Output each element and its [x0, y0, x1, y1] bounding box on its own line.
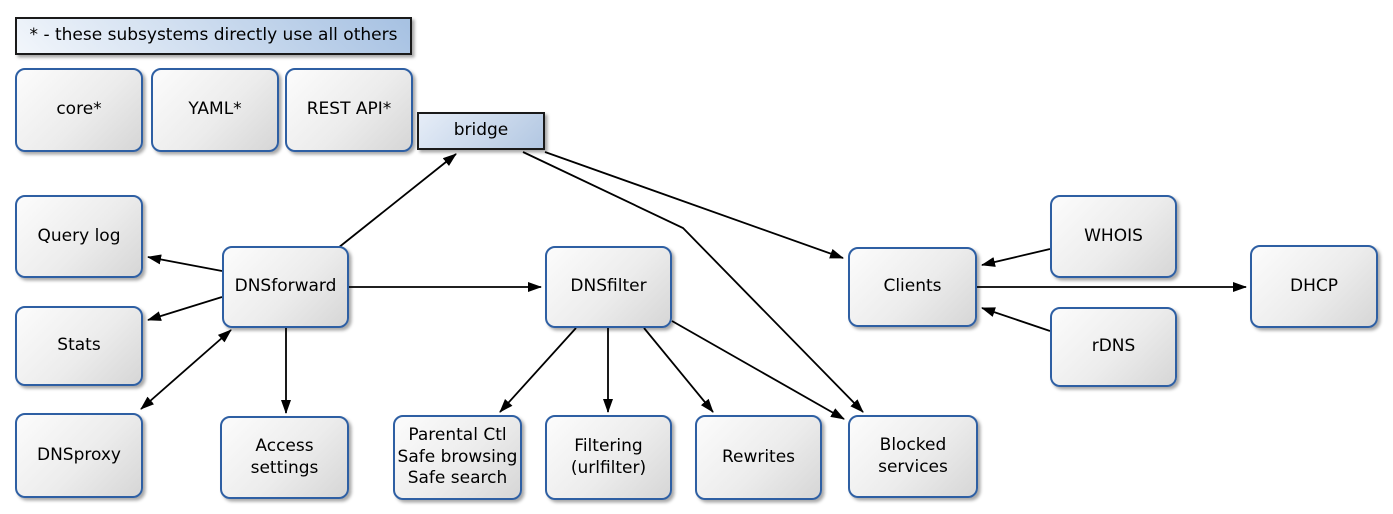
- node-parental-ctl: Parental Ctl Safe browsing Safe search: [393, 415, 522, 500]
- edge-whois-clients: [981, 248, 1051, 267]
- node-rewrites: Rewrites: [695, 415, 822, 500]
- legend-note: * - these subsystems directly use all ot…: [15, 17, 412, 55]
- edge-dnsforward-stats: [147, 296, 223, 321]
- node-access-settings: Access settings: [220, 416, 349, 499]
- node-rdns: rDNS: [1050, 307, 1177, 387]
- node-dnsforward: DNSforward: [222, 246, 349, 328]
- edge-dnsfilter-parental: [499, 327, 577, 413]
- node-clients: Clients: [848, 247, 977, 327]
- node-rest-api: REST API*: [285, 68, 413, 152]
- node-whois: WHOIS: [1050, 195, 1177, 278]
- edge-bridge-blocked: [522, 151, 864, 413]
- node-dnsfilter: DNSfilter: [545, 246, 672, 328]
- edge-dnsfilter-blocked: [671, 320, 845, 420]
- edge-bridge-clients: [544, 151, 844, 259]
- node-blocked-services: Blocked services: [848, 415, 978, 498]
- node-stats: Stats: [15, 306, 143, 386]
- edge-dnsforward-querylog: [147, 254, 223, 272]
- node-query-log: Query log: [15, 195, 143, 278]
- node-filtering-urlfilter: Filtering (urlfilter): [545, 415, 672, 500]
- node-core: core*: [15, 68, 143, 152]
- edge-dnsforward-bridge: [337, 153, 457, 249]
- edge-dnsforward-dnsproxy: [140, 329, 232, 410]
- node-yaml: YAML*: [151, 68, 279, 152]
- edge-dnsfilter-rewrites: [643, 327, 714, 413]
- edge-rdns-clients: [981, 307, 1051, 332]
- node-dnsproxy: DNSproxy: [15, 413, 143, 498]
- node-dhcp: DHCP: [1250, 245, 1378, 328]
- node-bridge: bridge: [417, 112, 545, 150]
